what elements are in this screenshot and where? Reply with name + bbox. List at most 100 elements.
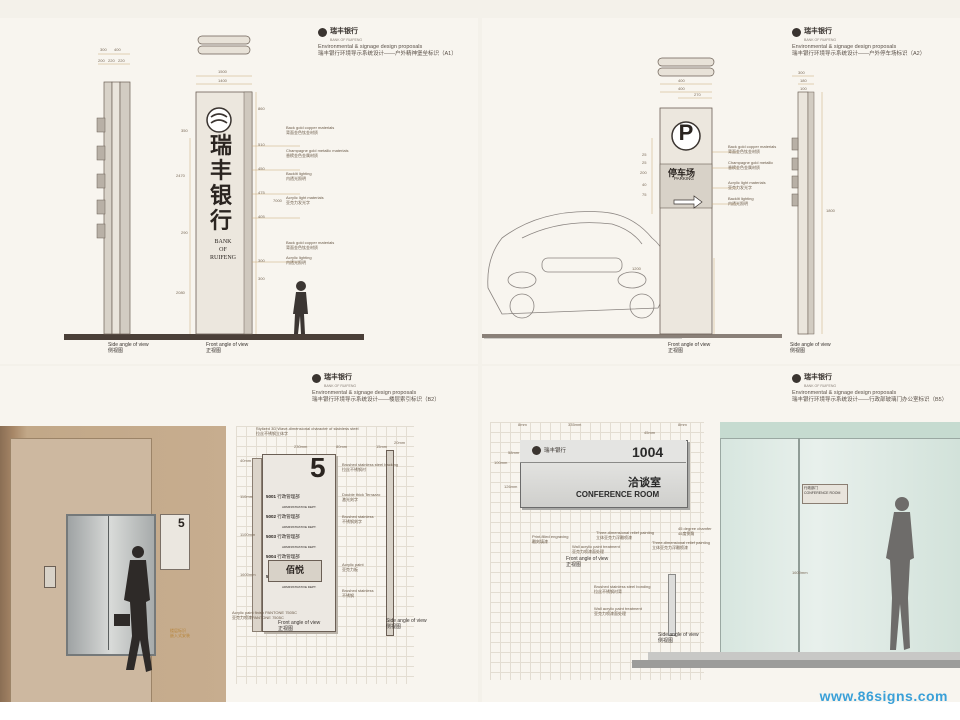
mini-floor-number: 5: [178, 516, 185, 530]
ground-line: [482, 334, 782, 338]
front-pylon-body: [195, 91, 253, 335]
side-profile: [668, 574, 676, 636]
door-sign[interactable]: [802, 484, 848, 504]
parking-en: PARKING: [674, 176, 694, 181]
side-profile: [386, 450, 394, 636]
mini-floor-sign: [160, 514, 190, 570]
dimension-lines: [98, 53, 300, 334]
door-mullion: [798, 438, 800, 652]
pylon-cap-top: [197, 35, 251, 45]
arrow-right-icon: [673, 195, 703, 209]
a2-drawing: [482, 57, 823, 339]
room-name-cn: 洽谈室: [628, 476, 661, 489]
panel-a1-spirit-fortress: 瑞丰银行 BANK OF RUIFENG Environmental & sig…: [0, 18, 478, 364]
sign-cap-bottom: [657, 67, 715, 77]
dim-label: 200: [640, 170, 647, 175]
dim-label: 400: [114, 47, 121, 52]
dim-label: 200: [98, 58, 105, 63]
annotation: Stylized 3D Wave-dimensional character o…: [256, 426, 359, 436]
dim-label: 300: [798, 70, 805, 75]
dim-label: 220: [108, 58, 115, 63]
dim-label: 1200: [632, 266, 641, 271]
parking-cn: 停车场: [668, 169, 696, 179]
sign-english: BANK OF RUIFENG: [209, 239, 236, 261]
dim-label: 45mm: [644, 430, 656, 435]
bank-logo-icon: [312, 374, 321, 383]
dim-label: 58mm: [508, 450, 520, 455]
dim-label: 25: [642, 160, 647, 165]
dim-label: 510: [258, 142, 265, 147]
side-sign-body: [797, 91, 809, 335]
brand-header: 瑞丰银行 BANK OF RUIFENG Environmental & sig…: [312, 374, 440, 404]
dim-label: 300: [258, 276, 265, 281]
dim-label: 1400: [218, 78, 227, 83]
sign-top-band: [520, 440, 686, 463]
glass-transom: [720, 422, 960, 439]
elevator-call-button[interactable]: [44, 566, 56, 588]
ground-line: [64, 334, 364, 340]
dim-label: 450: [258, 166, 265, 171]
sign-char: 瑞: [209, 133, 232, 159]
dim-label: 270: [694, 92, 701, 97]
dim-label: 1800: [826, 208, 835, 213]
dim-label: 15mm: [376, 444, 388, 449]
dim-label: 25: [642, 152, 647, 157]
dim-label: 1100mm: [240, 532, 256, 537]
front-pylon-edge: [243, 91, 253, 335]
dim-label: 2470: [176, 173, 185, 178]
pylon-cap-bottom: [197, 45, 251, 55]
car-outline: [484, 211, 682, 339]
sign-char: 银: [209, 183, 232, 209]
dim-label: 2080: [176, 290, 185, 295]
person-silhouette: [886, 497, 914, 650]
dim-label: 400: [678, 86, 685, 91]
dim-label: 80mm: [336, 444, 348, 449]
logo-waves: [210, 113, 228, 124]
panel-b5-glass-door: 瑞丰银行 BANK OF RUIFENG Environmental & sig…: [482, 366, 960, 702]
dim-label: 8mm: [518, 422, 527, 427]
floor-number: 5: [310, 452, 326, 483]
dim-label: 100: [800, 86, 807, 91]
dim-label: 180: [800, 78, 807, 83]
glass-wall: [720, 422, 960, 652]
side-pylon-front: [119, 81, 131, 335]
site-url-link[interactable]: www.86signs.com: [819, 688, 948, 704]
badge-emblem: 佰悦: [268, 560, 322, 582]
dim-label: 8mm: [678, 422, 687, 427]
side-sign-blocks: [791, 137, 799, 207]
side-pylon-blocks: [96, 117, 106, 239]
floor-base: [632, 660, 960, 668]
sign-char: 行: [209, 208, 232, 234]
person-silhouette: [293, 281, 308, 334]
dim-label: 100mm: [494, 460, 508, 465]
dim-label: 1600mm: [240, 572, 256, 577]
side-pylon-mid: [111, 81, 121, 335]
brand-header: 瑞丰银行 BANK OF RUIFENG Environmental & sig…: [792, 374, 948, 404]
dim-label: 40mm: [240, 458, 252, 463]
parking-letter: P: [678, 120, 694, 145]
dim-label: 400: [678, 78, 685, 83]
bank-logo-icon: [792, 28, 801, 37]
